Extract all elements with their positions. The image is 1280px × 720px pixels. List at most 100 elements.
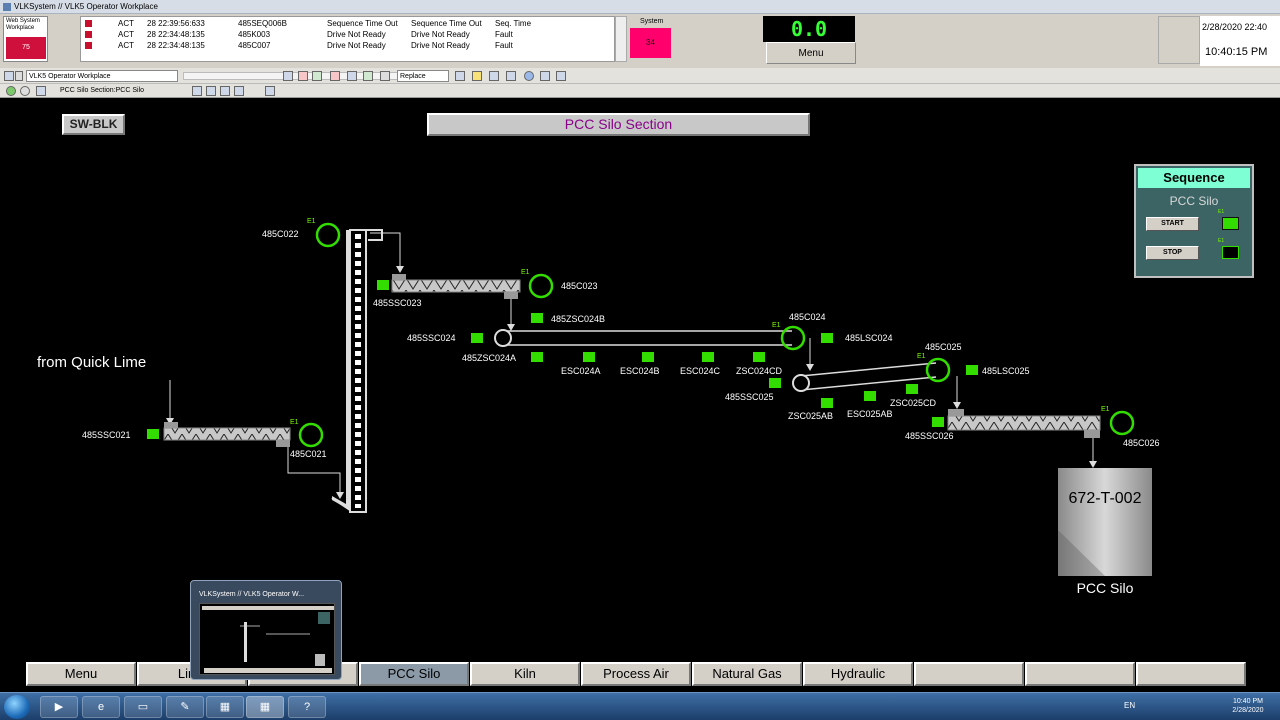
layers-icon[interactable] [220, 86, 230, 96]
nav-natural-gas[interactable]: Natural Gas [692, 662, 802, 686]
nav-pcc-silo[interactable]: PCC Silo [359, 662, 469, 686]
status-485ssc023[interactable] [377, 280, 389, 290]
system-clock[interactable]: 10:40 PM 2/28/2020 [1228, 697, 1268, 715]
motor-485c022[interactable] [315, 222, 341, 248]
system-alarm-count[interactable]: 34 [630, 28, 671, 58]
status-esc024a[interactable] [583, 352, 595, 362]
alarm-list[interactable]: ACT 28 22:39:56:633 485SEQ006B Sequence … [80, 16, 615, 62]
pin-icon[interactable] [265, 86, 275, 96]
close-view-icon[interactable] [556, 71, 566, 81]
operator-workplace-app-icon[interactable]: ▦ [246, 696, 284, 718]
tag-zsc024cd: ZSC024CD [736, 366, 783, 376]
workplace-alarm-box[interactable]: Web System Workplace 75 [3, 16, 48, 62]
counter-display: 0.0 [763, 16, 855, 42]
nav-blank-2[interactable] [914, 662, 1024, 686]
nav-menu[interactable]: Menu [26, 662, 136, 686]
workplace-icon[interactable] [4, 71, 14, 81]
e1-label: E1 [772, 322, 781, 329]
status-esc024c[interactable] [702, 352, 714, 362]
start-button-icon[interactable] [4, 695, 30, 719]
motor-485c025[interactable] [925, 357, 951, 383]
window-icon[interactable] [506, 71, 516, 81]
status-zsc024cd[interactable] [753, 352, 765, 362]
page-title: PCC Silo Section [427, 113, 810, 136]
search-icon[interactable] [283, 71, 293, 81]
settings-icon[interactable] [489, 71, 499, 81]
status-485lsc025[interactable] [966, 365, 978, 375]
status-485zsc024a[interactable] [531, 352, 543, 362]
alarm-time: 28 22:34:48:135 [147, 41, 205, 50]
back-icon[interactable] [6, 86, 16, 96]
status-zsc025ab[interactable] [821, 398, 833, 408]
help-app-icon[interactable]: ? [288, 696, 326, 718]
tools-app-icon[interactable]: ✎ [166, 696, 204, 718]
language-indicator[interactable]: EN [1124, 701, 1136, 710]
alarm-tag: 485SEQ006B [238, 19, 287, 28]
screw-conveyor-485ssc023[interactable] [391, 274, 521, 299]
file-explorer-icon[interactable]: ▭ [124, 696, 162, 718]
alarm-flag-icon [84, 41, 93, 50]
favorite-icon[interactable] [472, 71, 482, 81]
stop-icon[interactable] [330, 71, 340, 81]
zoom-icon[interactable] [206, 86, 216, 96]
clock-date: 2/28/2020 [1232, 707, 1264, 714]
screw-conveyor-485ssc026[interactable] [947, 409, 1101, 438]
motor-485c023[interactable] [528, 273, 554, 299]
belt-conveyor-485c024[interactable] [494, 329, 792, 347]
alarm-icon[interactable] [298, 71, 308, 81]
screw-conveyor-485ssc021[interactable] [163, 422, 291, 447]
system-alarm-label: System [640, 18, 664, 25]
belt-conveyor-485c025[interactable] [792, 362, 937, 392]
link-icon[interactable] [234, 86, 244, 96]
status-485ssc025[interactable] [769, 378, 781, 388]
sequence-stop-button[interactable]: STOP [1146, 246, 1199, 260]
taskbar-window-preview[interactable]: VLKSystem // VLK5 Operator W... [190, 580, 342, 680]
internet-explorer-icon[interactable]: e [82, 696, 120, 718]
status-485ssc021[interactable] [147, 429, 159, 439]
bucket-elevator-485c022[interactable] [331, 229, 383, 513]
status-485ssc024[interactable] [471, 333, 483, 343]
nav-blank-4[interactable] [1136, 662, 1246, 686]
date-time-panel [1200, 16, 1280, 66]
motor-485c021[interactable] [298, 422, 324, 448]
status-esc024b[interactable] [642, 352, 654, 362]
status-485ssc026[interactable] [932, 417, 944, 427]
status-zsc025cd[interactable] [906, 384, 918, 394]
status-esc025ab[interactable] [864, 391, 876, 401]
alarm-row[interactable]: ACT 28 22:39:56:633 485SEQ006B Sequence … [81, 18, 614, 29]
info-icon[interactable] [540, 71, 550, 81]
help-icon[interactable] [524, 71, 534, 81]
nav-hydraulic[interactable]: Hydraulic [803, 662, 913, 686]
media-player-icon[interactable]: ▶ [40, 696, 78, 718]
display-path-select[interactable]: PCC Silo Section:PCC Silo [60, 87, 145, 94]
nav-blank-3[interactable] [1025, 662, 1135, 686]
dropdown-icon[interactable] [15, 71, 23, 81]
from-quick-lime-label: from Quick Lime [37, 354, 147, 371]
alarm-row[interactable]: ACT 28 22:34:48:135 485K003 Drive Not Re… [81, 29, 614, 40]
display-icon[interactable] [36, 86, 46, 96]
calculator-icon[interactable] [455, 71, 465, 81]
status-485zsc024b[interactable] [531, 313, 543, 323]
alarm-list-scrollbar[interactable] [615, 16, 627, 62]
pcc-silo-672-t-002[interactable] [1058, 468, 1152, 576]
alarm-type: Seq. Time [495, 19, 532, 28]
forward-icon[interactable] [20, 86, 30, 96]
refresh-icon[interactable] [192, 86, 202, 96]
motor-485c026[interactable] [1109, 410, 1135, 436]
tools-icon[interactable] [380, 71, 390, 81]
grid-icon[interactable] [363, 71, 373, 81]
replace-select[interactable]: Replace [397, 70, 449, 82]
factory-app-icon[interactable]: ▦ [206, 696, 244, 718]
sequence-start-button[interactable]: START [1146, 217, 1199, 231]
nav-kiln[interactable]: Kiln [470, 662, 580, 686]
motor-485c024[interactable] [780, 325, 806, 351]
menu-button[interactable]: Menu [766, 42, 856, 64]
sw-blk-button[interactable]: SW-BLK [62, 114, 125, 135]
status-485lsc024[interactable] [821, 333, 833, 343]
workplace-select[interactable]: VLK5 Operator Workplace [26, 70, 178, 82]
print-icon[interactable] [347, 71, 357, 81]
alarm-row[interactable]: ACT 28 22:34:48:135 485C007 Drive Not Re… [81, 40, 614, 51]
tag-485c026: 485C026 [1123, 438, 1160, 448]
trend-icon[interactable] [312, 71, 322, 81]
nav-process-air[interactable]: Process Air [581, 662, 691, 686]
